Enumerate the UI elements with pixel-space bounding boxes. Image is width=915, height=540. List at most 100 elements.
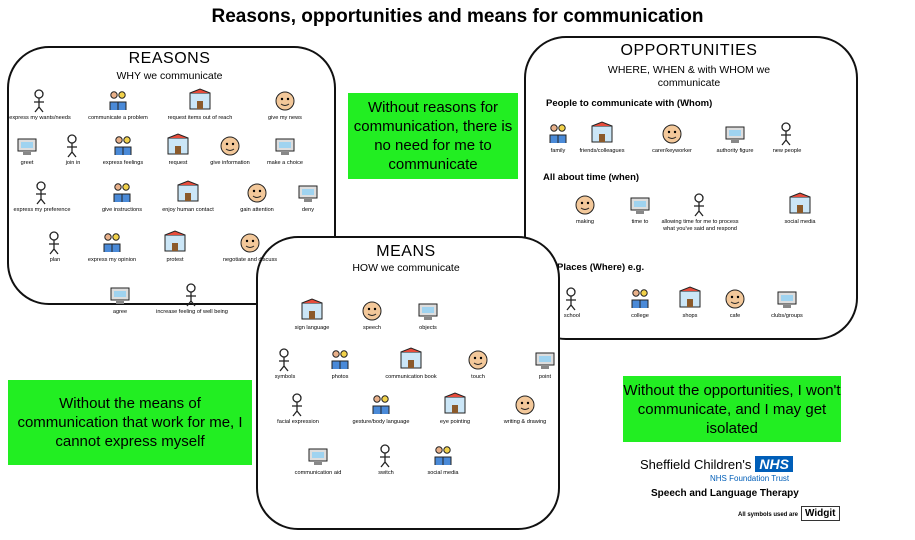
opportunities-item-label: making [575, 219, 595, 225]
means-symbol-icon [279, 348, 289, 372]
reasons-message: Without reasons for communication, there… [348, 93, 518, 179]
opportunities-item-label: social media [784, 219, 816, 225]
opportunities-symbol-icon [789, 192, 811, 214]
means-item-label: point [538, 374, 552, 380]
means-item: communication book [372, 347, 450, 381]
means-symbol-icon [362, 301, 382, 321]
means-item: eye pointing [416, 392, 494, 426]
reasons-symbol-icon [186, 283, 196, 307]
opportunities-item-label: family [550, 148, 566, 154]
reasons-symbol-icon [189, 88, 211, 110]
opportunities-symbol-icon [694, 193, 704, 217]
reasons-item: make a choice [246, 133, 324, 167]
means-item-label: symbols [274, 374, 296, 380]
opportunities-symbol-icon [630, 197, 650, 214]
reasons-symbol-icon [67, 134, 77, 158]
reasons-symbol-icon [103, 233, 121, 252]
reasons-item: protest [136, 230, 214, 264]
widgit-logo: Widgit [801, 506, 840, 521]
reasons-item: express my preference [3, 180, 81, 214]
opportunities-item: family [519, 121, 597, 155]
means-item: sign language [273, 298, 351, 332]
reasons-item-label: give instructions [101, 207, 143, 213]
opportunities-message: Without the opportunities, I won't commu… [623, 376, 841, 442]
reasons-item: agree [81, 282, 159, 316]
reasons-item-label: request items out of reach [167, 115, 233, 121]
means-item: photos [301, 347, 379, 381]
opportunities-symbol-icon [631, 289, 649, 308]
people-heading: People to communicate with (Whom) [546, 98, 713, 109]
means-symbol-icon [301, 298, 323, 320]
means-item: speech [333, 298, 411, 332]
opportunities-item: new people [748, 121, 826, 155]
means-message: Without the means of communication that … [8, 380, 252, 465]
means-subtitle: HOW we communicate [352, 262, 460, 274]
opportunities-item-label: clubs/groups [771, 313, 803, 319]
opportunities-item: carer/keyworker [633, 121, 711, 155]
reasons-symbol-icon [109, 91, 127, 110]
reasons-item-label: express my preference [13, 207, 71, 213]
means-symbol-icon [380, 444, 390, 468]
opportunities-item: friends/colleagues [563, 121, 641, 155]
opportunities-item-label: time to [631, 219, 649, 225]
reasons-item-label: deny [301, 207, 315, 213]
reasons-symbol-icon [247, 183, 267, 203]
means-item-label: social media [427, 470, 459, 476]
means-panel [256, 236, 560, 530]
reasons-item-label: enjoy human contact [162, 207, 214, 213]
reasons-item: express my opinion [73, 230, 151, 264]
opportunities-item-label: college [631, 313, 649, 319]
opportunities-item-label: allowing time for me to process what you… [661, 219, 739, 232]
means-item-label: touch [471, 374, 485, 380]
means-item: gesture/body language [342, 392, 420, 426]
opportunities-symbol-icon [679, 286, 701, 308]
means-symbol-icon [535, 352, 555, 369]
reasons-item-label: join in [65, 160, 81, 166]
reasons-item-label: increase feeling of well being [156, 309, 228, 315]
reasons-item-label: communicate a problem [88, 115, 148, 121]
reasons-symbol-icon [110, 287, 130, 304]
means-item-label: sign language [294, 325, 330, 331]
opportunities-symbol-icon [662, 124, 682, 144]
reasons-item: plan [16, 230, 94, 264]
reasons-symbol-icon [164, 230, 186, 252]
reasons-item: give information [191, 133, 269, 167]
opportunities-symbol-icon [566, 287, 576, 311]
reasons-item: increase feeling of well being [153, 282, 231, 316]
means-item-label: switch [378, 470, 394, 476]
time-heading: All about time (when) [543, 172, 640, 183]
reasons-title: REASONS [128, 50, 211, 67]
reasons-item: deny [269, 180, 347, 214]
reasons-symbol-icon [114, 136, 132, 155]
means-symbol-icon [468, 350, 488, 370]
reasons-item: greet [0, 133, 66, 167]
opportunities-item: allowing time for me to process what you… [661, 192, 739, 232]
means-item-label: eye pointing [439, 419, 471, 425]
reasons-item: gain attention [218, 180, 296, 214]
opportunities-item: time to [601, 192, 679, 226]
reasons-subtitle: WHY we communicate [116, 70, 223, 82]
reasons-symbol-icon [275, 91, 295, 111]
reasons-item: give my news [246, 88, 324, 122]
reasons-item-label: make a choice [266, 160, 304, 166]
opportunities-symbol-icon [549, 124, 567, 143]
means-item-label: communication aid [294, 470, 342, 476]
places-heading: Places (Where) e.g. [557, 262, 645, 273]
opportunities-item-label: friends/colleagues [579, 148, 625, 154]
means-symbol-icon [400, 347, 422, 369]
reasons-item-label: plan [49, 257, 61, 263]
reasons-item-label: negotiate and discuss [222, 257, 278, 263]
reasons-item: join in [34, 133, 112, 167]
opportunities-item-label: carer/keyworker [652, 148, 692, 154]
reasons-item: express my wants/needs [1, 88, 79, 122]
means-symbol-icon [331, 350, 349, 369]
reasons-symbol-icon [113, 183, 131, 202]
reasons-symbol-icon [298, 185, 318, 202]
org-name: Sheffield Children's [640, 457, 752, 472]
nhs-logo: NHS [755, 456, 793, 472]
reasons-item-label: express my opinion [87, 257, 137, 263]
trust-name: NHS Foundation Trust [710, 474, 790, 483]
opportunities-item: college [601, 286, 679, 320]
opportunities-item: school [533, 286, 611, 320]
